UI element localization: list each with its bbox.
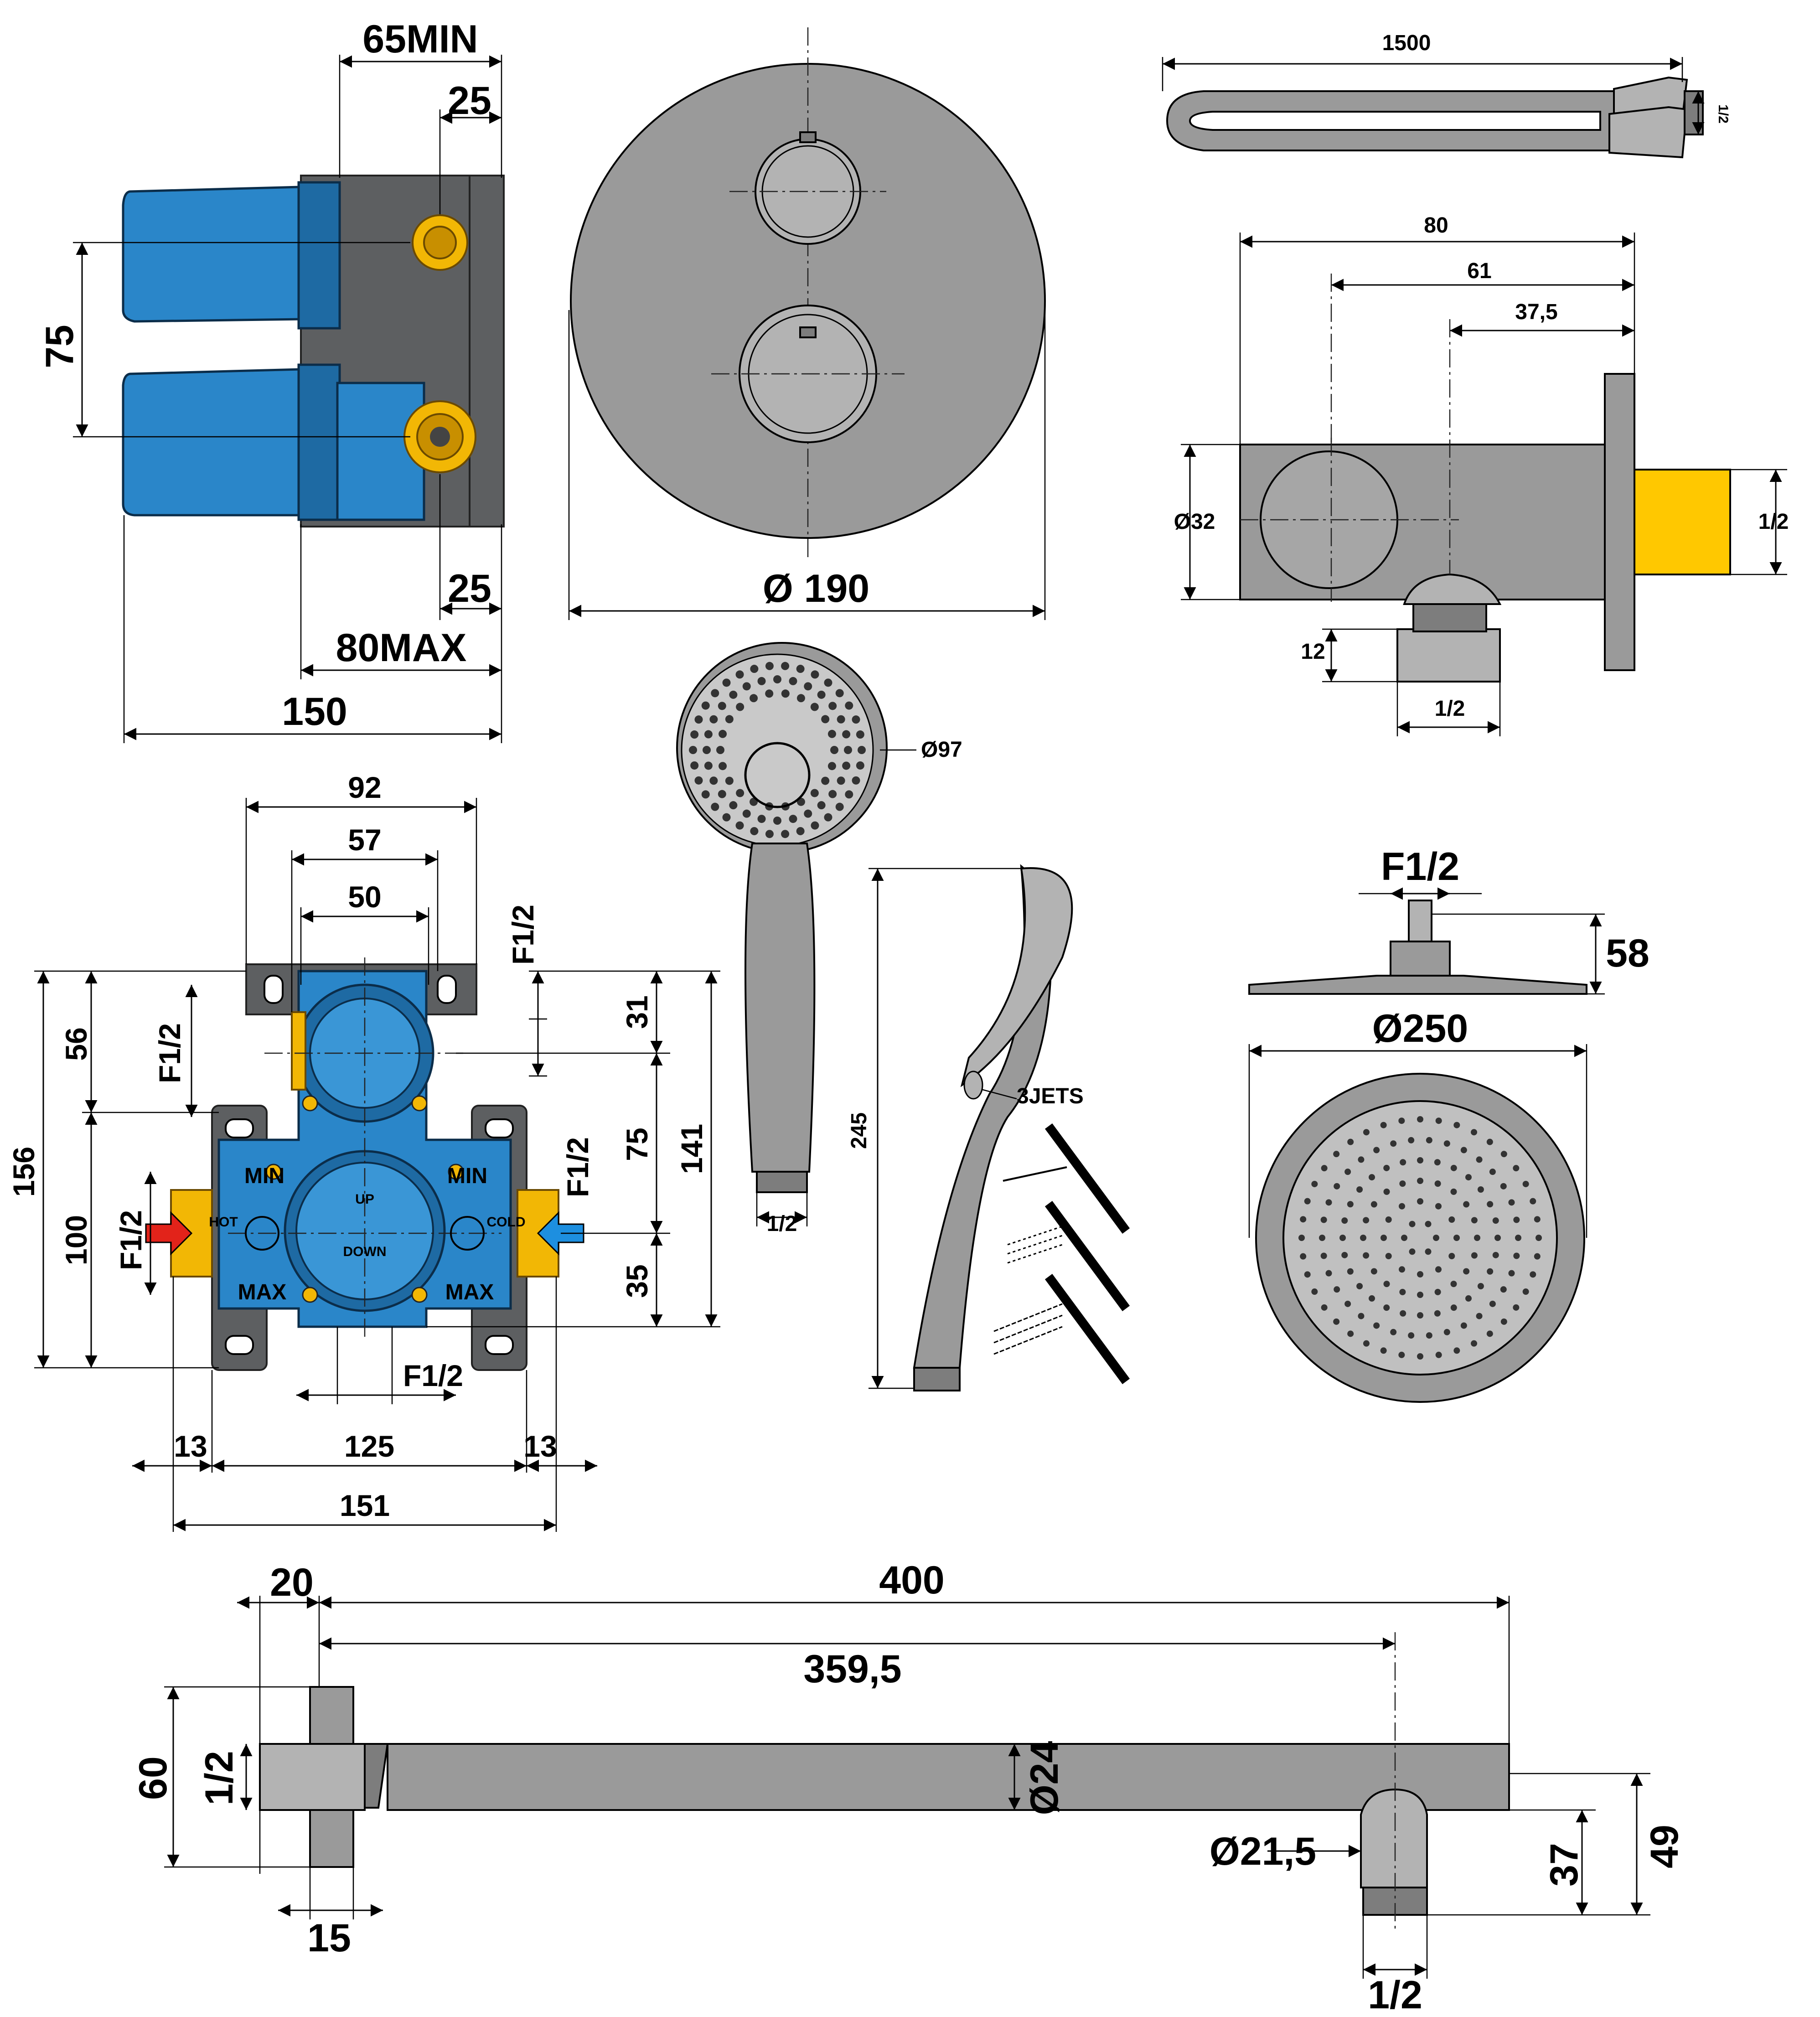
hand-shower-view: 1/2 Ø97 3JETS 245 xyxy=(676,642,1130,1391)
dim-d250: Ø250 xyxy=(1372,1007,1468,1050)
faceplate-view: Ø 190 xyxy=(568,27,1046,620)
arm-threaded-end xyxy=(259,1743,366,1811)
dim-151: 151 xyxy=(340,1489,390,1522)
dim-37: 37 xyxy=(1542,1843,1586,1887)
label-min-right: MIN xyxy=(447,1164,487,1188)
label-down: DOWN xyxy=(343,1244,387,1259)
hose-view: 1500 1/2 xyxy=(1162,31,1731,159)
dim-arm-half-left: 1/2 xyxy=(197,1751,241,1805)
dim-15: 15 xyxy=(307,1916,351,1960)
dim-125: 125 xyxy=(344,1429,394,1463)
dim-80: 80 xyxy=(1424,213,1448,238)
label-3jets: 3JETS xyxy=(1017,1084,1084,1108)
dim-31: 31 xyxy=(620,995,654,1029)
valve-body-front: MIN MIN MAX MAX HOT COLD UP DOWN 92 57 5… xyxy=(7,771,720,1532)
dim-150: 150 xyxy=(282,690,347,734)
head-shower-view: F1/2 58 Ø250 xyxy=(1248,845,1649,1403)
dim-58: 58 xyxy=(1606,931,1649,975)
jet-icons xyxy=(993,1123,1130,1384)
label-min-left: MIN xyxy=(244,1164,284,1188)
wall-outlet-view: 80 61 37,5 Ø32 1/2 12 1/2 xyxy=(1174,213,1789,736)
dim-arm-half-bottom: 1/2 xyxy=(1368,1973,1422,2017)
dim-35: 35 xyxy=(620,1264,654,1298)
arm-tube xyxy=(387,1743,1510,1811)
dim-57: 57 xyxy=(348,823,381,857)
dim-37-5: 37,5 xyxy=(1515,300,1557,324)
dim-25-top: 25 xyxy=(448,79,491,123)
outlet-nipple xyxy=(1396,628,1501,683)
dim-61: 61 xyxy=(1467,259,1491,283)
dim-20: 20 xyxy=(270,1561,314,1604)
dim-245: 245 xyxy=(847,1112,871,1149)
head-shower-profile xyxy=(1248,975,1587,995)
label-max-right: MAX xyxy=(445,1280,494,1304)
dim-f12-right: F1/2 xyxy=(561,1137,595,1197)
dim-d32: Ø32 xyxy=(1174,510,1215,534)
dim-56: 56 xyxy=(59,1027,93,1060)
dim-half-right: 1/2 xyxy=(1758,510,1789,534)
dim-half-bottom: 1/2 xyxy=(1435,697,1465,721)
dim-359-5: 359,5 xyxy=(803,1647,901,1691)
dim-80max: 80MAX xyxy=(336,626,467,670)
label-max-left: MAX xyxy=(238,1280,287,1304)
dim-65min: 65MIN xyxy=(362,17,478,61)
dim-13-right: 13 xyxy=(523,1429,557,1463)
dim-400: 400 xyxy=(879,1558,945,1602)
dim-f12-bottom: F1/2 xyxy=(403,1359,463,1392)
dim-60: 60 xyxy=(131,1756,175,1800)
dim-d21-5: Ø21,5 xyxy=(1210,1830,1316,1873)
dim-25-bottom: 25 xyxy=(448,567,491,610)
label-cold: COLD xyxy=(487,1215,526,1230)
spray-holes xyxy=(689,662,866,838)
label-up: UP xyxy=(355,1192,374,1207)
thread-half xyxy=(1634,469,1731,575)
dim-f12-top: F1/2 xyxy=(506,905,540,965)
dim-d24: Ø24 xyxy=(1023,1741,1066,1815)
dim-d97: Ø97 xyxy=(921,738,962,762)
dim-hose-half: 1/2 xyxy=(1716,104,1731,124)
dim-75-side: 75 xyxy=(38,325,82,368)
hand-shower-handle xyxy=(745,843,816,1173)
label-hot: HOT xyxy=(209,1215,238,1230)
dim-49: 49 xyxy=(1643,1825,1686,1868)
dim-141: 141 xyxy=(675,1124,708,1174)
dim-head-f12: F1/2 xyxy=(1381,845,1459,889)
head-spray-holes xyxy=(1298,1116,1542,1360)
valve-side-view: 65MIN 25 75 25 80MAX 150 xyxy=(38,17,505,743)
shower-arm-view: 20 400 359,5 60 1/2 Ø24 Ø21,5 37 49 15 1… xyxy=(131,1558,1686,2017)
dim-190: Ø 190 xyxy=(763,567,869,610)
dim-92: 92 xyxy=(348,771,381,804)
dim-100: 100 xyxy=(59,1215,93,1265)
dim-50: 50 xyxy=(348,880,381,914)
dim-75-front: 75 xyxy=(620,1127,654,1161)
dim-f12-left-upper: F1/2 xyxy=(153,1023,186,1083)
dim-hand-half: 1/2 xyxy=(767,1212,797,1236)
top-cartridge xyxy=(122,186,302,323)
dim-13-left: 13 xyxy=(174,1429,207,1463)
hose-nut-bottom xyxy=(1608,106,1688,159)
dim-1500: 1500 xyxy=(1382,31,1431,55)
dim-12: 12 xyxy=(1301,640,1325,664)
wall-flange xyxy=(1604,373,1635,671)
bottom-cartridge xyxy=(122,368,302,517)
dim-156: 156 xyxy=(7,1147,41,1197)
dim-f12-left: F1/2 xyxy=(114,1210,148,1270)
